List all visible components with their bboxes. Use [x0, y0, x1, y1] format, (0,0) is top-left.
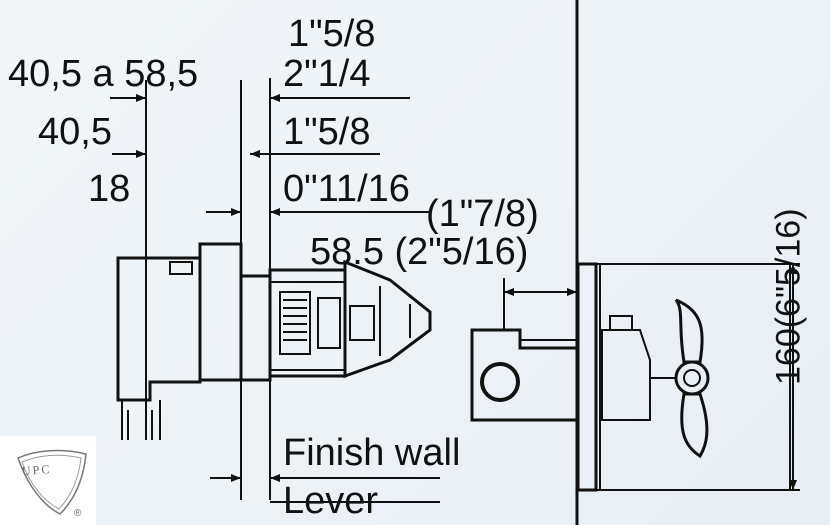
dimension-arrows — [136, 94, 797, 490]
registered-mark: ® — [74, 508, 82, 519]
dim-label-160: 160(6"5/16) — [769, 208, 808, 385]
dim-label-18: 18 — [88, 168, 131, 210]
valve-body — [116, 242, 432, 440]
trim-assembly — [470, 262, 791, 492]
cartridge-stem — [279, 291, 375, 355]
dim-label-40-5: 40,5 — [38, 111, 112, 153]
dim-label-2-1-4: 2"1/4 — [283, 53, 371, 95]
upc-shield-icon — [17, 449, 87, 515]
dim-label-1-5-8: 1"5/8 — [283, 111, 371, 153]
dim-label-1-7-8: (1"7/8) — [426, 193, 539, 235]
upc-text: UPC — [21, 461, 52, 479]
upc-certification-badge: UPC ® — [0, 436, 96, 525]
finish-wall-label: Finish wall — [283, 432, 461, 474]
lever-label: Lever — [283, 480, 379, 522]
dim-label-40-5-a-58-5: 40,5 a 58,5 — [8, 53, 199, 95]
dim-label-0-11-16: 0"11/16 — [283, 168, 410, 210]
dim-label-1-5-8-top: 1"5/8 — [288, 13, 376, 55]
dim-label-58-5: 58.5 (2"5/16) — [310, 231, 529, 273]
